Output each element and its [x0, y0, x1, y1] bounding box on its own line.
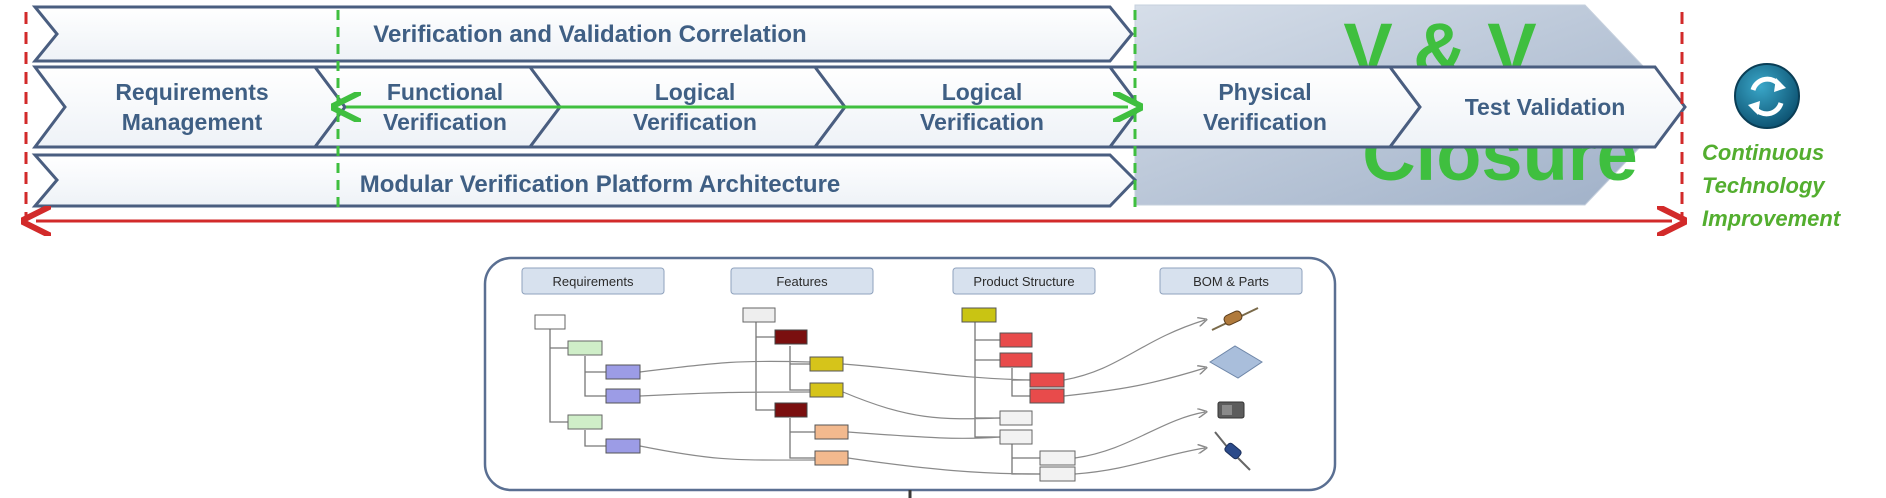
prod-node-root: [961, 307, 997, 323]
req-node-2: [567, 414, 603, 430]
feat-node-2a: [814, 424, 849, 440]
stage-4-line2: Verification: [920, 109, 1044, 135]
column-header-product-structure-label: Product Structure: [973, 274, 1074, 289]
stage-chevron-5: Physical Verification: [1107, 65, 1422, 149]
feat-node-2b: [814, 450, 849, 466]
prod-node-4: [999, 429, 1033, 445]
stage-3-line2: Verification: [633, 109, 757, 135]
stage-6-line1: Test Validation: [1465, 94, 1626, 120]
stage-1-line1: Requirements: [115, 79, 268, 105]
stage-2-line1: Functional: [387, 79, 503, 105]
column-header-features-label: Features: [776, 274, 828, 289]
flow-lines: [639, 320, 1205, 475]
prod-node-2: [999, 352, 1033, 368]
top-band-label: Verification and Validation Correlation: [373, 21, 806, 48]
prod-node-3: [999, 410, 1033, 426]
feat-node-1a: [809, 356, 844, 372]
feat-node-2: [774, 402, 808, 418]
ci-line2: Technology: [1702, 173, 1826, 198]
ci-line3: Improvement: [1702, 206, 1842, 231]
tree-lines: [549, 322, 1040, 475]
stage-chevron-6: Test Validation: [1387, 65, 1687, 149]
prod-node-2b: [1029, 388, 1065, 404]
column-header-product-structure: Product Structure: [952, 267, 1096, 295]
stage-1-line2: Management: [122, 109, 263, 135]
prod-node-4b: [1039, 466, 1076, 482]
column-header-requirements-label: Requirements: [553, 274, 634, 289]
prod-node-1: [999, 332, 1033, 348]
resistor-icon: [1211, 307, 1259, 331]
top-band: Verification and Validation Correlation: [31, 5, 1134, 63]
ci-line1: Continuous: [1702, 140, 1824, 165]
stage-5-line1: Physical: [1218, 79, 1311, 105]
column-header-features: Features: [730, 267, 874, 295]
req-node-1b: [605, 388, 641, 404]
stage-5-line2: Verification: [1203, 109, 1327, 135]
column-header-bom-parts-label: BOM & Parts: [1193, 274, 1269, 289]
prod-node-4a: [1039, 450, 1076, 466]
stage-chevron-1: Requirements Management: [32, 65, 347, 149]
continuous-improvement: Continuous Technology Improvement: [1702, 63, 1842, 231]
req-node-1: [567, 340, 603, 356]
bottom-band-label: Modular Verification Platform Architectu…: [360, 171, 841, 198]
req-node-root: [534, 314, 566, 330]
bottom-band: Modular Verification Platform Architectu…: [31, 153, 1138, 208]
feat-node-root: [742, 307, 776, 323]
feat-node-1: [774, 329, 808, 345]
stage-3-line1: Logical: [655, 79, 736, 105]
req-node-2a: [605, 438, 641, 454]
column-header-requirements: Requirements: [521, 267, 665, 295]
column-header-bom-parts: BOM & Parts: [1159, 267, 1303, 295]
component-icon: [1217, 401, 1245, 419]
req-node-1a: [605, 364, 641, 380]
refresh-icon: [1734, 63, 1800, 129]
prod-node-2a: [1029, 372, 1065, 388]
capacitor-icon: [1214, 431, 1251, 471]
stage-2-line2: Verification: [383, 109, 507, 135]
stage-4-line1: Logical: [942, 79, 1023, 105]
plate-icon: [1209, 345, 1263, 379]
feat-node-1b: [809, 382, 844, 398]
traceability-panel: Requirements Features Product Structure …: [483, 256, 1337, 498]
